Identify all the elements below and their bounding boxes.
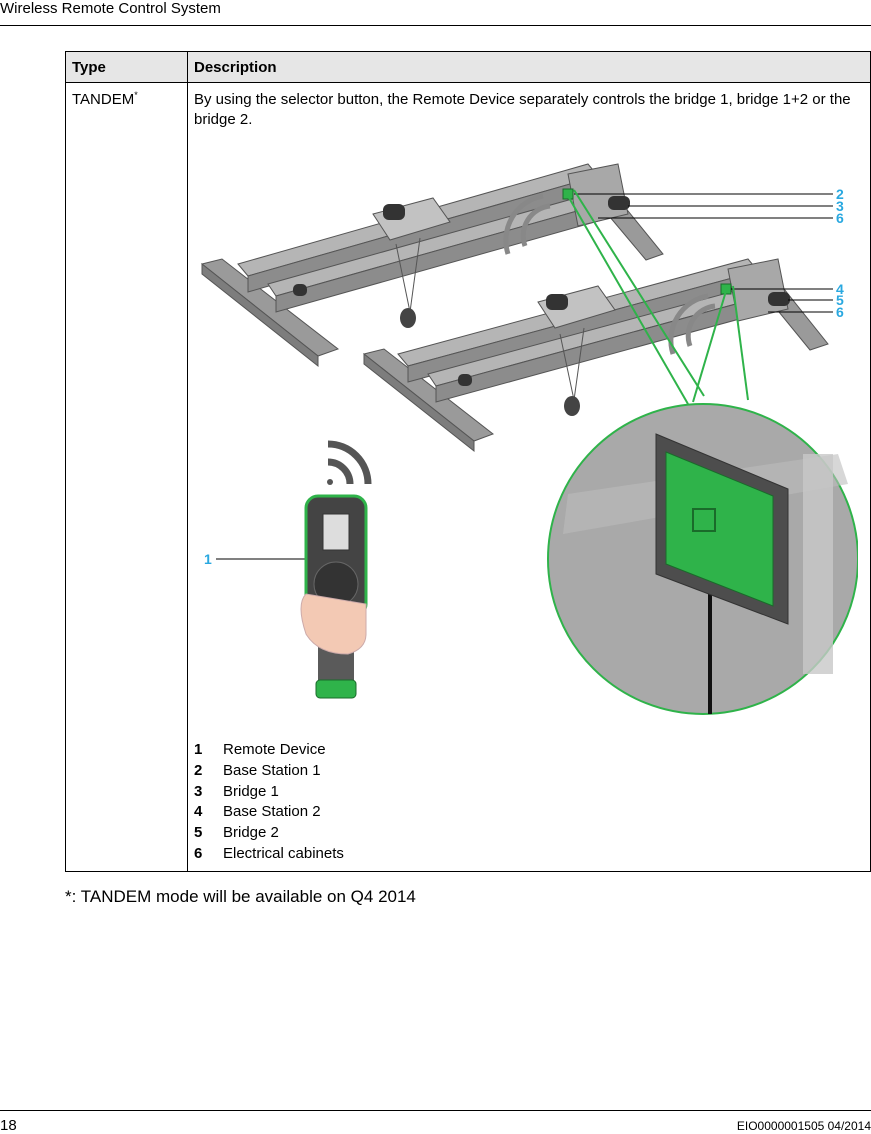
description-table: Type Description TANDEM* By using the se… [65,51,871,872]
base-station-1-icon [562,188,574,200]
callout-3: 3 [836,198,844,214]
tandem-crane-illustration: 2 3 6 4 5 6 1 [188,134,858,734]
magnified-base-station [547,403,858,715]
callout-1: 1 [204,551,212,567]
table-header-row: Type Description [65,51,871,83]
page-number: 18 [0,1117,17,1134]
type-label: TANDEM [72,91,135,108]
type-cell: TANDEM* [65,82,188,872]
callout-5: 5 [836,292,844,308]
bridge-1 [200,163,664,368]
wifi-icon [692,508,716,532]
signal-waves-bridge-1 [503,193,551,255]
remote-device [300,440,372,699]
callout-6b: 6 [836,304,844,320]
column-header-description: Description [187,51,871,83]
running-header: Wireless Remote Control System [0,0,221,17]
header-rule [0,25,871,26]
callout-lines [216,193,833,560]
callout-numbers: 2 3 6 4 5 6 1 [204,186,844,567]
zoom-funnel [567,189,749,405]
description-text: By using the selector button, the Remote… [194,91,851,128]
crane-diagram-svg: 2 3 6 4 5 6 1 [200,163,858,715]
description-cell: By using the selector button, the Remote… [187,82,871,872]
callout-4: 4 [836,281,844,297]
footer-rule [0,1110,871,1111]
callout-2: 2 [836,186,844,202]
document-code: EIO0000001505 04/2014 [736,1119,871,1133]
footnote: *: TANDEM mode will be available on Q4 2… [65,887,416,906]
callout-6a: 6 [836,210,844,226]
type-footnote-mark: * [134,90,138,100]
bridge-2 [362,258,829,453]
hand-illustration [300,593,367,655]
table-row: TANDEM* By using the selector button, th… [65,82,871,872]
column-header-type: Type [65,51,188,83]
